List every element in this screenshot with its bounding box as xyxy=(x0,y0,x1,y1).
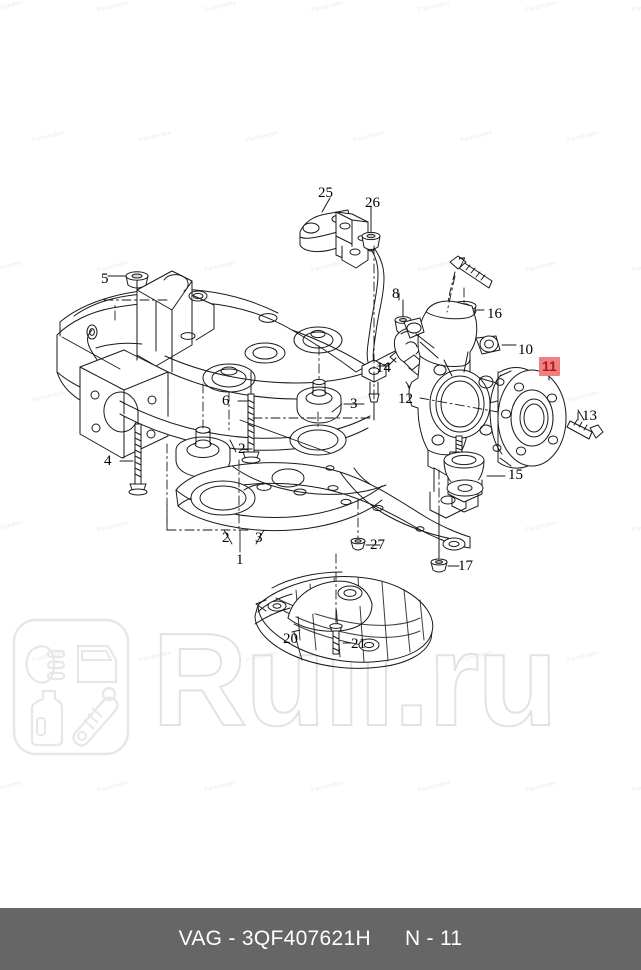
callout-26: 26 xyxy=(365,195,380,211)
part-1-control-arm xyxy=(175,424,471,551)
part-20-cover-plate xyxy=(254,571,434,669)
leader-lines xyxy=(61,336,343,661)
callout-8: 8 xyxy=(392,286,400,302)
footer-bar: VAG - 3QF407621H N - 11 xyxy=(0,908,641,970)
callout-2-lower: 2 xyxy=(222,530,230,546)
callout-6: 6 xyxy=(222,393,230,409)
callout-27: 27 xyxy=(370,537,385,553)
part-6-bolt xyxy=(241,371,261,464)
part-13-bolt xyxy=(566,409,604,440)
callout-2-upper: 2 xyxy=(238,441,246,457)
leader-20-tick xyxy=(291,629,301,633)
part-15-ball-joint xyxy=(443,435,485,513)
callout-5: 5 xyxy=(101,271,109,287)
footer-section-code: N - 11 xyxy=(404,927,463,950)
leader-25 xyxy=(321,197,331,213)
callout-4: 4 xyxy=(104,453,112,469)
part-26-nut xyxy=(361,209,381,250)
leader-14 xyxy=(377,357,397,367)
callout-14: 14 xyxy=(376,360,391,376)
part-4-bolt xyxy=(128,409,148,496)
callout-3-lower: 3 xyxy=(255,530,263,546)
callout-12: 12 xyxy=(398,391,413,407)
part-7-bolt xyxy=(446,255,493,309)
callout-3-upper: 3 xyxy=(350,396,358,412)
callout-15: 15 xyxy=(508,467,523,483)
part-25-bracket xyxy=(299,209,387,421)
callout-16: 16 xyxy=(487,306,502,322)
callout-11-highlighted: 11 xyxy=(539,357,560,376)
part-10-wheel-bearing-housing xyxy=(403,300,507,519)
callout-25: 25 xyxy=(318,185,333,201)
callout-17: 17 xyxy=(458,558,473,574)
exploded-parts-drawing xyxy=(56,197,604,669)
footer-part-code: VAG - 3QF407621H xyxy=(178,927,371,950)
callout-21: 21 xyxy=(351,636,366,652)
callout-10: 10 xyxy=(518,342,533,358)
part-21-screw xyxy=(329,611,343,655)
part-3-bush xyxy=(296,378,342,424)
part-27-nut xyxy=(350,537,366,551)
callout-7: 7 xyxy=(458,255,466,271)
part-11-wheel-hub xyxy=(489,367,567,469)
callout-20: 20 xyxy=(283,631,298,647)
callout-1: 1 xyxy=(236,552,244,568)
callout-13: 13 xyxy=(582,408,597,424)
